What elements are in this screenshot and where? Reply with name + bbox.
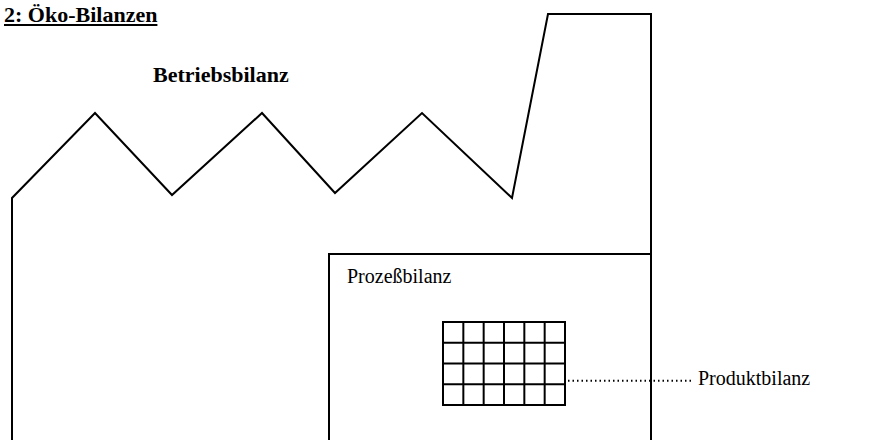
leader-line xyxy=(568,380,694,382)
area-heading: Betriebsbilanz xyxy=(153,62,289,87)
grid-line xyxy=(443,363,565,365)
factory-outline: BetriebsbilanzProzeßbilanz xyxy=(12,13,652,440)
callout-label: Produktbilanz xyxy=(698,367,810,390)
grid-frame xyxy=(443,322,565,405)
factory-outline-shape xyxy=(12,13,652,440)
product-grid xyxy=(443,322,565,405)
box-heading: Prozeßbilanz xyxy=(347,265,451,288)
grid-line xyxy=(443,342,565,344)
process-box: Prozeßbilanz xyxy=(328,253,652,440)
grid-line xyxy=(443,383,565,385)
factory-roof-line xyxy=(12,14,651,440)
diagram-title: 2: Öko-Bilanzen xyxy=(4,2,157,27)
